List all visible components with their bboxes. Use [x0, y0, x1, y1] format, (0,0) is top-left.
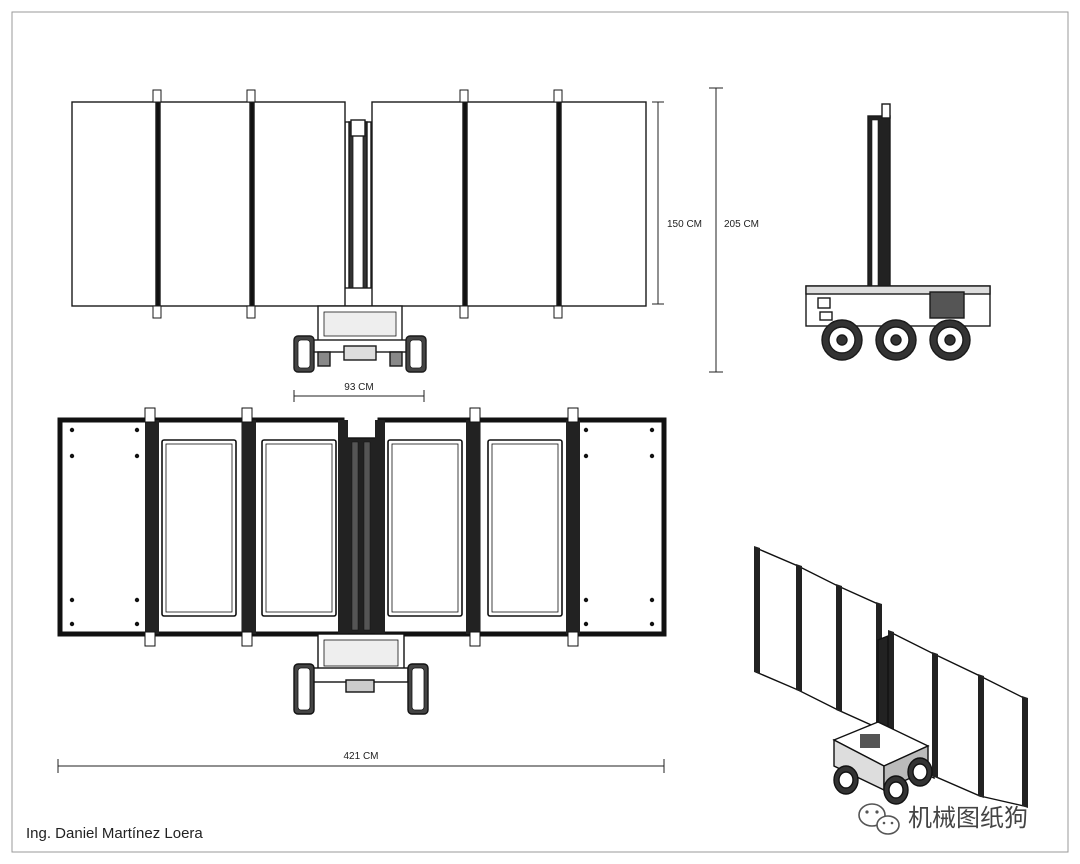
- iso-panel-3: [837, 584, 879, 730]
- side-wheels: [821, 319, 971, 361]
- watermark-text: 机械图纸狗: [908, 804, 1028, 832]
- side-view: [805, 103, 991, 361]
- dim-total-height-label: 205 CM: [724, 219, 759, 230]
- front-panel-left-3: [251, 101, 346, 307]
- front-panel-right-1: [371, 101, 466, 307]
- dim-total-width: [57, 759, 665, 773]
- dim-total-height: [709, 87, 723, 373]
- dim-panel-height: [652, 101, 664, 305]
- front-view: [71, 89, 647, 373]
- sheet-border: [11, 11, 1069, 853]
- iso-panel-6: [979, 674, 1025, 807]
- author-credit: Ing. Daniel Martínez Loera: [26, 825, 203, 842]
- front-panel-right-2: [464, 101, 560, 307]
- iso-panel-2: [797, 564, 839, 712]
- dim-total-width-label: 421 CM: [343, 751, 378, 762]
- front-panel-left-2: [157, 101, 253, 307]
- dim-base-width-label: 93 CM: [344, 382, 373, 393]
- wechat-icon: [858, 803, 900, 835]
- watermark: 机械图纸狗: [858, 803, 1028, 835]
- iso-panel-1: [755, 546, 799, 692]
- side-mast: [867, 115, 891, 297]
- rear-view: [57, 407, 667, 715]
- isometric-view: [754, 546, 1028, 808]
- dim-panel-height-label: 150 CM: [667, 219, 702, 230]
- iso-panel-5: [933, 652, 981, 798]
- front-panel-right-3: [558, 101, 647, 307]
- rear-mast: [345, 437, 377, 635]
- rear-panel-right-3: [571, 417, 667, 637]
- rear-panel-left-1: [57, 417, 151, 637]
- front-panel-left-1: [71, 101, 159, 307]
- dim-base-width: [293, 390, 425, 402]
